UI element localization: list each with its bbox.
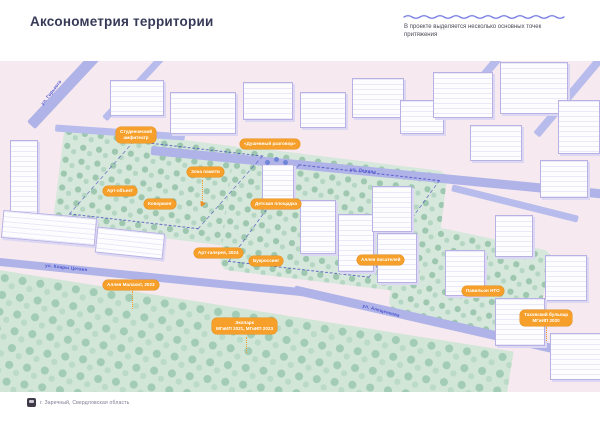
building — [352, 78, 404, 118]
label-malachite-alley: Аллея Малахит, 2023 — [103, 280, 159, 290]
church-dome-icon — [265, 160, 270, 165]
label-nto-pavilion: Павильон НТО — [462, 286, 504, 296]
building — [300, 92, 346, 128]
building — [372, 186, 412, 232]
building — [540, 160, 588, 198]
label-coworking: Коворкинг — [144, 199, 176, 209]
label-student-amphitheater: Студенческий амфитеатр — [116, 127, 157, 143]
footer-location: г. Заречный, Свердловская область — [40, 399, 130, 406]
building — [500, 62, 568, 114]
footer: г. Заречный, Свердловская область — [27, 398, 129, 407]
label-dushevny-razgovor: «Душевный разговор» — [240, 139, 300, 149]
building — [470, 125, 522, 161]
label-playground: Детская площадка — [251, 199, 302, 209]
building — [558, 100, 600, 154]
building — [550, 333, 600, 380]
road-gorkogo — [27, 61, 117, 130]
label-ecopark: Экопарк МГиИП 2021, МГиИП 2023 — [212, 318, 278, 334]
connector-line — [132, 291, 133, 309]
building — [110, 80, 164, 116]
building — [433, 72, 493, 118]
building — [243, 82, 293, 120]
building — [170, 92, 236, 134]
building — [495, 215, 533, 257]
church-dome-icon — [274, 157, 279, 162]
label-writers-alley: Аллея писателей — [357, 255, 405, 265]
church-dome-icon — [283, 160, 288, 165]
building — [545, 255, 587, 301]
connector-line — [202, 180, 203, 202]
logo-icon — [27, 398, 36, 407]
building — [300, 200, 336, 254]
label-art-gallery: Арт-галерея, 2024 — [194, 248, 243, 258]
label-art-object: Арт-объект — [103, 186, 137, 196]
connector-line — [246, 337, 247, 353]
annotation-text: В проекте выделяется несколько основных … — [404, 24, 542, 39]
label-takhovsky-boulevard: Таховский бульвар МГиИП 2020 — [520, 310, 573, 326]
label-memory-zone: Зона памяти — [187, 167, 224, 177]
label-bookcrossing: Букроссинг — [249, 256, 284, 266]
connector-line — [546, 327, 547, 341]
axonometric-map: ул. Горького ул. Ленина ул. Клары Цеткин… — [0, 61, 600, 392]
page-title: Аксонометрия территории — [30, 14, 214, 29]
squiggle-underline-icon — [403, 15, 565, 19]
